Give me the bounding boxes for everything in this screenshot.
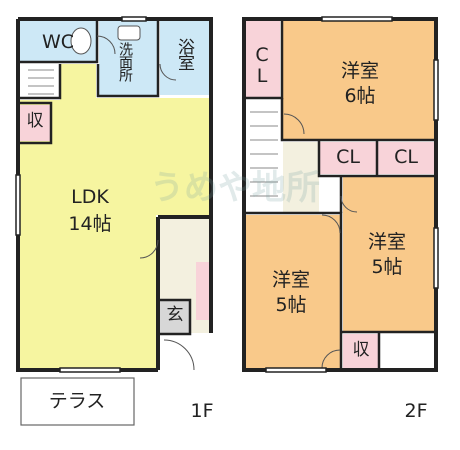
- bath-room: [160, 21, 209, 95]
- ldk-size-label: 14帖: [68, 213, 112, 235]
- balcony-access: [381, 334, 434, 368]
- watermark: うめや地所: [150, 168, 320, 208]
- room-right: [343, 177, 434, 331]
- closet-mid-left-label: CL: [336, 146, 360, 168]
- closet-mid-right: [378, 142, 434, 174]
- shoe-cabinet: [196, 262, 209, 320]
- terrace-label: テラス: [48, 390, 106, 412]
- entrance-label: 玄: [166, 305, 184, 325]
- closet-top-label: CL: [251, 44, 273, 86]
- storage-2f-label: 収: [352, 340, 370, 360]
- room-left: [246, 215, 340, 368]
- bath-label: 浴室: [174, 38, 194, 70]
- ldk-room: [20, 64, 209, 368]
- wc-label: WC: [41, 31, 75, 53]
- closet-mid-right-label: CL: [394, 146, 418, 168]
- room-right-name: 洋室: [367, 231, 406, 253]
- room-left-size: 5帖: [275, 294, 307, 316]
- closet-top: [246, 21, 280, 97]
- storage-1f-label: 収: [26, 111, 44, 131]
- terrace: [20, 377, 135, 426]
- floor-2f-label: 2F: [404, 400, 428, 422]
- closet-mid-left: [320, 142, 376, 174]
- toilet-icon: [70, 27, 92, 55]
- storage-2f: [343, 334, 378, 368]
- entrance: [160, 300, 190, 333]
- floor-1f: [15, 16, 213, 426]
- room-top: [283, 21, 434, 139]
- floor-2f: [242, 16, 439, 373]
- stair-2f: [246, 100, 282, 212]
- sink-icon: [117, 25, 141, 41]
- washroom-label: 洗面所: [117, 42, 133, 81]
- room-top-name: 洋室: [340, 60, 379, 82]
- hall-2f: [283, 142, 319, 212]
- storage-1f: [20, 105, 50, 141]
- room-top-size: 6帖: [344, 85, 376, 107]
- ldk-label: LDK: [71, 186, 109, 208]
- room-left-name: 洋室: [271, 269, 310, 291]
- room-right-size: 5帖: [371, 256, 403, 278]
- floor-1f-label: 1F: [190, 400, 214, 422]
